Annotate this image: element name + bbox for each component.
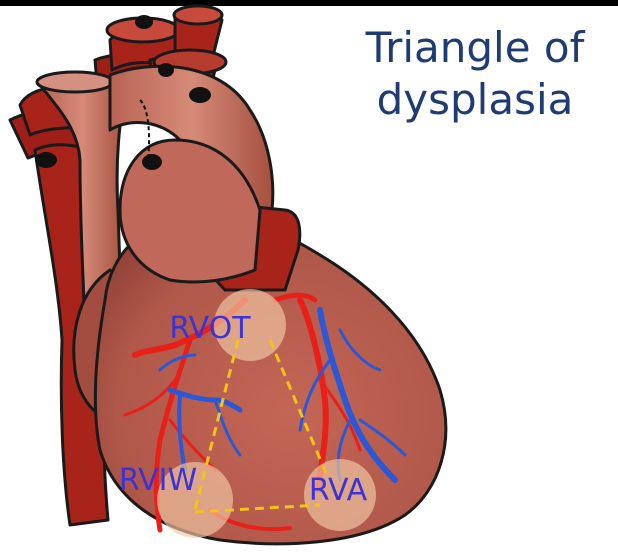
- label-rva: RVA: [309, 473, 368, 508]
- label-rviw: RVIW: [119, 463, 197, 498]
- label-rvot: RVOT: [169, 311, 251, 346]
